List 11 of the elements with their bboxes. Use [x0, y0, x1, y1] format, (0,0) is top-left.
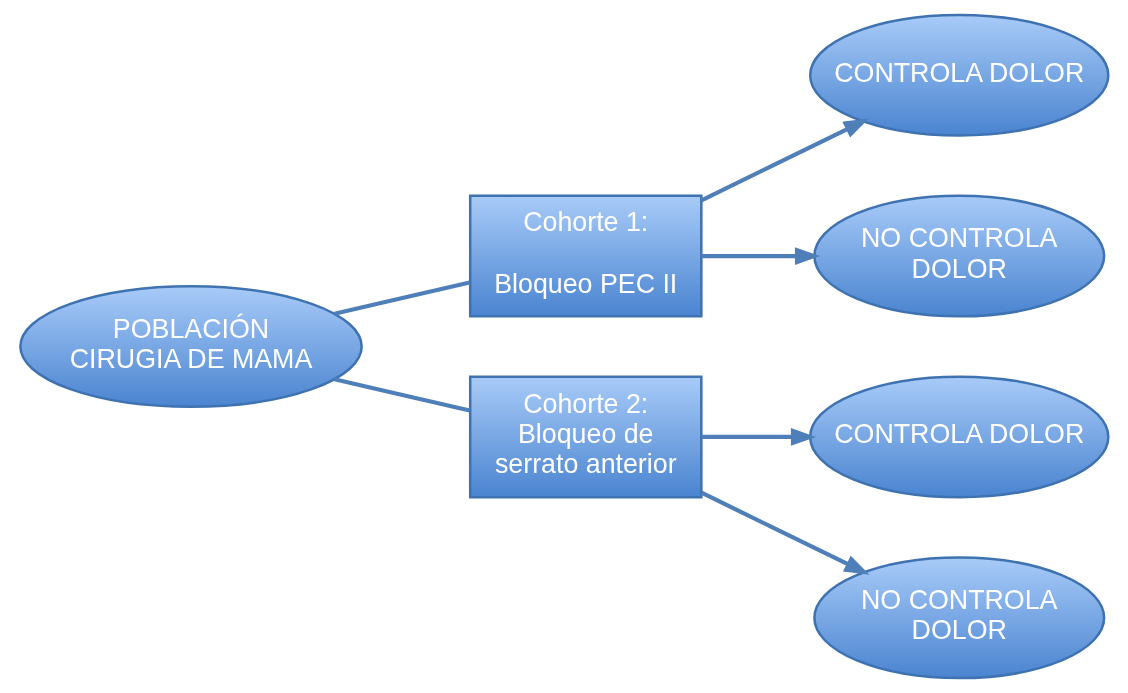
node-box: Cohorte 1: Bloqueo PEC II	[468, 194, 703, 318]
connector	[333, 280, 470, 316]
arrow	[700, 490, 869, 575]
connector	[333, 377, 470, 413]
node-box: Cohorte 2: Bloqueo de serrato anterior	[468, 375, 703, 499]
node-ellipse: CONTROLA DOLOR	[808, 375, 1110, 499]
arrow	[700, 118, 869, 203]
node-ellipse: POBLACIÓN CIRUGIA DE MAMA	[18, 284, 363, 409]
node-ellipse: NO CONTROLA DOLOR	[812, 194, 1105, 318]
arrow	[701, 247, 820, 265]
arrow	[701, 428, 816, 446]
